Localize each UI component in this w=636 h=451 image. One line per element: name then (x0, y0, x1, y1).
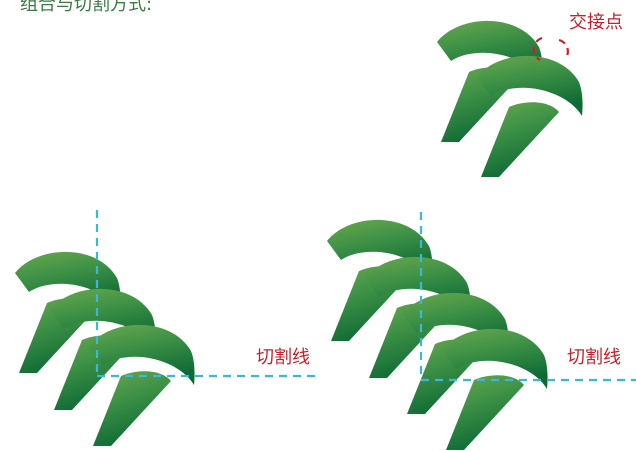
group-bottom-left (15, 251, 195, 446)
group-top-right (437, 20, 583, 177)
leaf-mark (477, 55, 583, 177)
leaf-mark (442, 328, 548, 450)
leaf-mark (89, 324, 195, 446)
cut-line-label-right: 切割线 (567, 347, 621, 368)
intersection-marker (532, 36, 569, 61)
intersection-label: 交接点 (569, 12, 623, 33)
cut-line-label-left: 切割线 (256, 347, 310, 368)
group-bottom-right (327, 219, 548, 450)
heading-text: 组合与切割方式: (20, 0, 152, 15)
